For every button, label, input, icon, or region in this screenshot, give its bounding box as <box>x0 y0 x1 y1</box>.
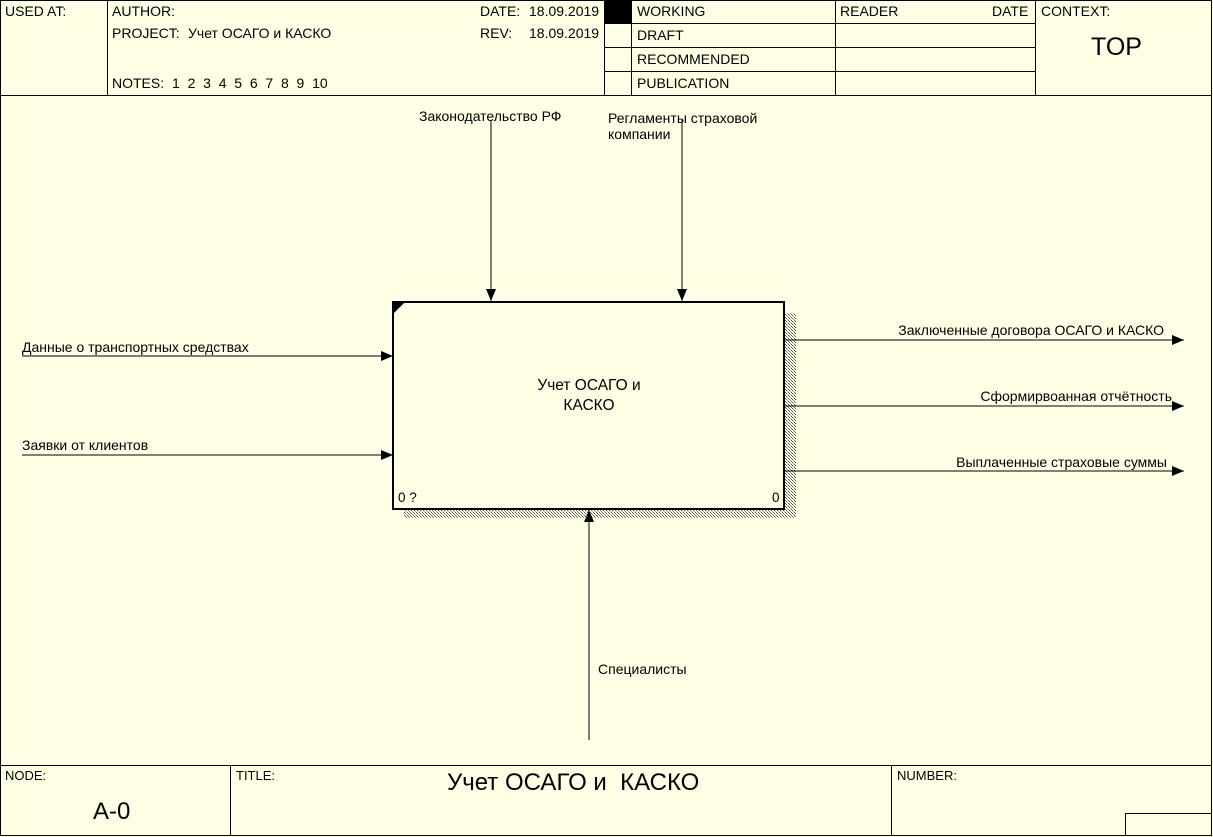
project-label: PROJECT: <box>112 25 180 41</box>
footer-grid <box>0 765 1212 836</box>
status-recommended: RECOMMENDED <box>637 51 750 67</box>
project-value: Учет ОСАГО и КАСКО <box>188 25 332 41</box>
input-label-vehicle-data: Данные о транспортных средствах <box>22 339 249 355</box>
context-value: TOP <box>1091 33 1142 61</box>
date-label: DATE: <box>480 3 521 19</box>
input-label-client-requests: Заявки от клиентов <box>22 437 149 453</box>
node-label: NODE: <box>5 768 47 783</box>
used-at-label: USED AT: <box>5 3 67 19</box>
title-value: Учет ОСАГО и КАСКО <box>447 769 700 796</box>
notes-label: NOTES: <box>112 75 165 91</box>
activity-box-number: 0 <box>772 490 780 505</box>
mechanism-label-specialists: Специалисты <box>598 661 687 677</box>
output-label-reports: Сформирвоанная отчётность <box>980 388 1172 404</box>
status-publication: PUBLICATION <box>637 75 730 91</box>
control-label-legislation: Законодательство РФ <box>419 108 562 124</box>
activity-box-shadow-bottom <box>404 509 796 518</box>
working-status-marker <box>605 1 631 23</box>
reader-label: READER <box>840 3 899 19</box>
header-grid <box>0 0 1212 96</box>
activity-box-corner <box>393 302 405 314</box>
notes-numbers: 1 2 3 4 5 6 7 8 9 10 <box>172 75 328 91</box>
number-label: NUMBER: <box>897 768 957 783</box>
context-label: CONTEXT: <box>1041 3 1111 19</box>
node-value: A-0 <box>93 798 131 825</box>
reader-date-label: DATE <box>992 3 1029 19</box>
rev-value: 18.09.2019 <box>529 25 600 41</box>
activity-box-shadow-right <box>784 313 796 518</box>
status-draft: DRAFT <box>637 27 684 43</box>
rev-label: REV: <box>480 25 513 41</box>
output-label-contracts: Заключенные договора ОСАГО и КАСКО <box>898 322 1164 338</box>
title-label: TITLE: <box>236 768 276 783</box>
activity-box-node: 0 ? <box>398 490 417 505</box>
status-working: WORKING <box>637 3 706 19</box>
activity-box[interactable] <box>392 301 785 510</box>
activity-box-title: Учет ОСАГО и КАСКО <box>537 377 641 414</box>
control-label-regulations: Регламенты страховой компании <box>608 110 758 142</box>
author-label: AUTHOR: <box>112 3 175 19</box>
output-label-payments: Выплаченные страховые суммы <box>956 454 1167 470</box>
date-value: 18.09.2019 <box>529 3 600 19</box>
